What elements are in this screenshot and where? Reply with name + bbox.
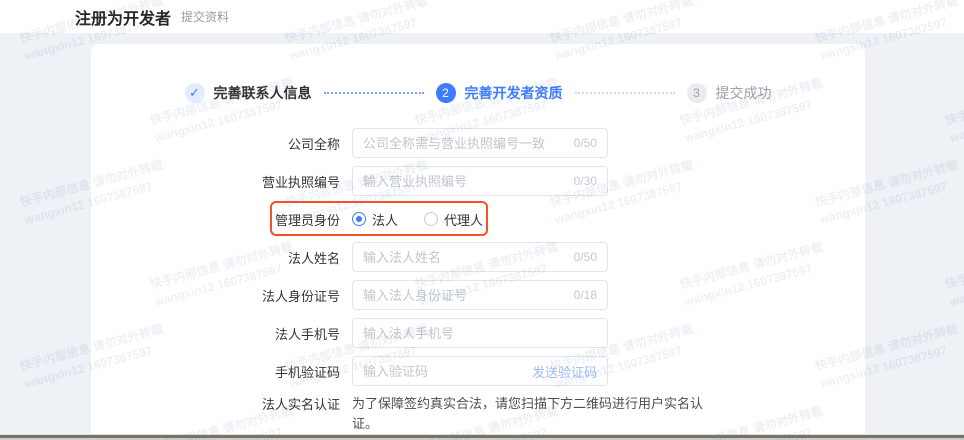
field-row-license-number: 营业执照编号 0/30 (91, 166, 865, 196)
step-label: 完善开发者资质 (464, 85, 563, 101)
legal-person-name-input-field[interactable] (353, 243, 607, 271)
verification-code-input-field[interactable] (353, 357, 607, 385)
page-subtitle: 提交资料 (181, 10, 230, 24)
verification-code-input[interactable]: 发送验证码 (352, 356, 608, 386)
legal-person-phone-input-field[interactable] (353, 319, 607, 347)
page-title: 注册为开发者 (75, 10, 172, 28)
step-label: 完善联系人信息 (213, 85, 312, 101)
radio-unselected-icon[interactable] (424, 212, 439, 226)
step-label: 提交成功 (715, 85, 772, 101)
field-row-realname-auth: 法人实名认证 为了保障签约真实合法，请您扫描下方二维码进行用户实名认证。 (91, 394, 865, 434)
send-code-button[interactable]: 发送验证码 (531, 364, 597, 380)
company-name-input-field[interactable] (353, 129, 607, 157)
legal-person-id-input[interactable]: 0/18 (352, 280, 608, 310)
stepper: ✓ 完善联系人信息 2 完善开发者资质 3 提交成功 (91, 83, 865, 103)
step-developer-qualification: 2 完善开发者资质 (435, 83, 563, 103)
check-icon: ✓ (184, 83, 205, 103)
step-number-badge: 2 (435, 83, 456, 103)
realname-auth-label: 法人实名认证 (261, 397, 340, 412)
registration-card: ✓ 完善联系人信息 2 完善开发者资质 3 提交成功 公司全称 0/50 (91, 44, 865, 434)
radio-label: 代理人 (444, 212, 484, 228)
field-row-verification-code: 手机验证码 发送验证码 (91, 356, 865, 386)
legal-person-name-input[interactable]: 0/50 (352, 242, 608, 272)
legal-person-id-label: 法人身份证号 (261, 288, 340, 304)
field-row-legal-person-phone: 法人手机号 (91, 318, 865, 348)
realname-auth-note: 为了保障签约真实合法，请您扫描下方二维码进行用户实名认证。 (352, 396, 704, 432)
legal-person-phone-input[interactable] (352, 318, 608, 348)
radio-label: 法人 (372, 212, 399, 228)
radio-option-agent[interactable]: 代理人 (424, 210, 483, 229)
legal-person-id-input-field[interactable] (353, 281, 607, 309)
field-row-legal-person-name: 法人姓名 0/50 (91, 242, 865, 272)
company-name-input[interactable]: 0/50 (352, 128, 608, 158)
step-number-badge: 3 (686, 83, 707, 103)
page-body: ✓ 完善联系人信息 2 完善开发者资质 3 提交成功 公司全称 0/50 (0, 33, 964, 434)
license-number-input-field[interactable] (353, 167, 607, 195)
verification-code-label: 手机验证码 (274, 364, 340, 380)
company-name-label: 公司全称 (287, 136, 340, 152)
field-row-company-name: 公司全称 0/50 (91, 128, 865, 158)
developer-form: 公司全称 0/50 营业执照编号 0/30 管理员身份 (91, 128, 865, 434)
field-row-legal-person-id: 法人身份证号 0/18 (91, 280, 865, 310)
legal-person-phone-label: 法人手机号 (274, 326, 340, 342)
legal-person-name-label: 法人姓名 (287, 250, 340, 266)
step-contact-info: ✓ 完善联系人信息 (184, 83, 312, 103)
stepper-connector-pending (574, 92, 675, 94)
license-number-input[interactable]: 0/30 (352, 166, 608, 196)
step-submit-success: 3 提交成功 (686, 83, 772, 103)
stepper-connector-done (323, 92, 424, 94)
radio-selected-icon[interactable] (352, 212, 366, 226)
admin-identity-radio-group: 法人 代理人 (352, 210, 483, 229)
field-row-admin-identity: 管理员身份 法人 代理人 (91, 201, 865, 236)
license-number-label: 营业执照编号 (261, 174, 340, 190)
radio-option-legal-person[interactable]: 法人 (352, 210, 398, 229)
page-header: 注册为开发者 提交资料 (0, 0, 964, 33)
window-bottom-edge (0, 434, 964, 440)
admin-identity-label: 管理员身份 (274, 212, 340, 228)
